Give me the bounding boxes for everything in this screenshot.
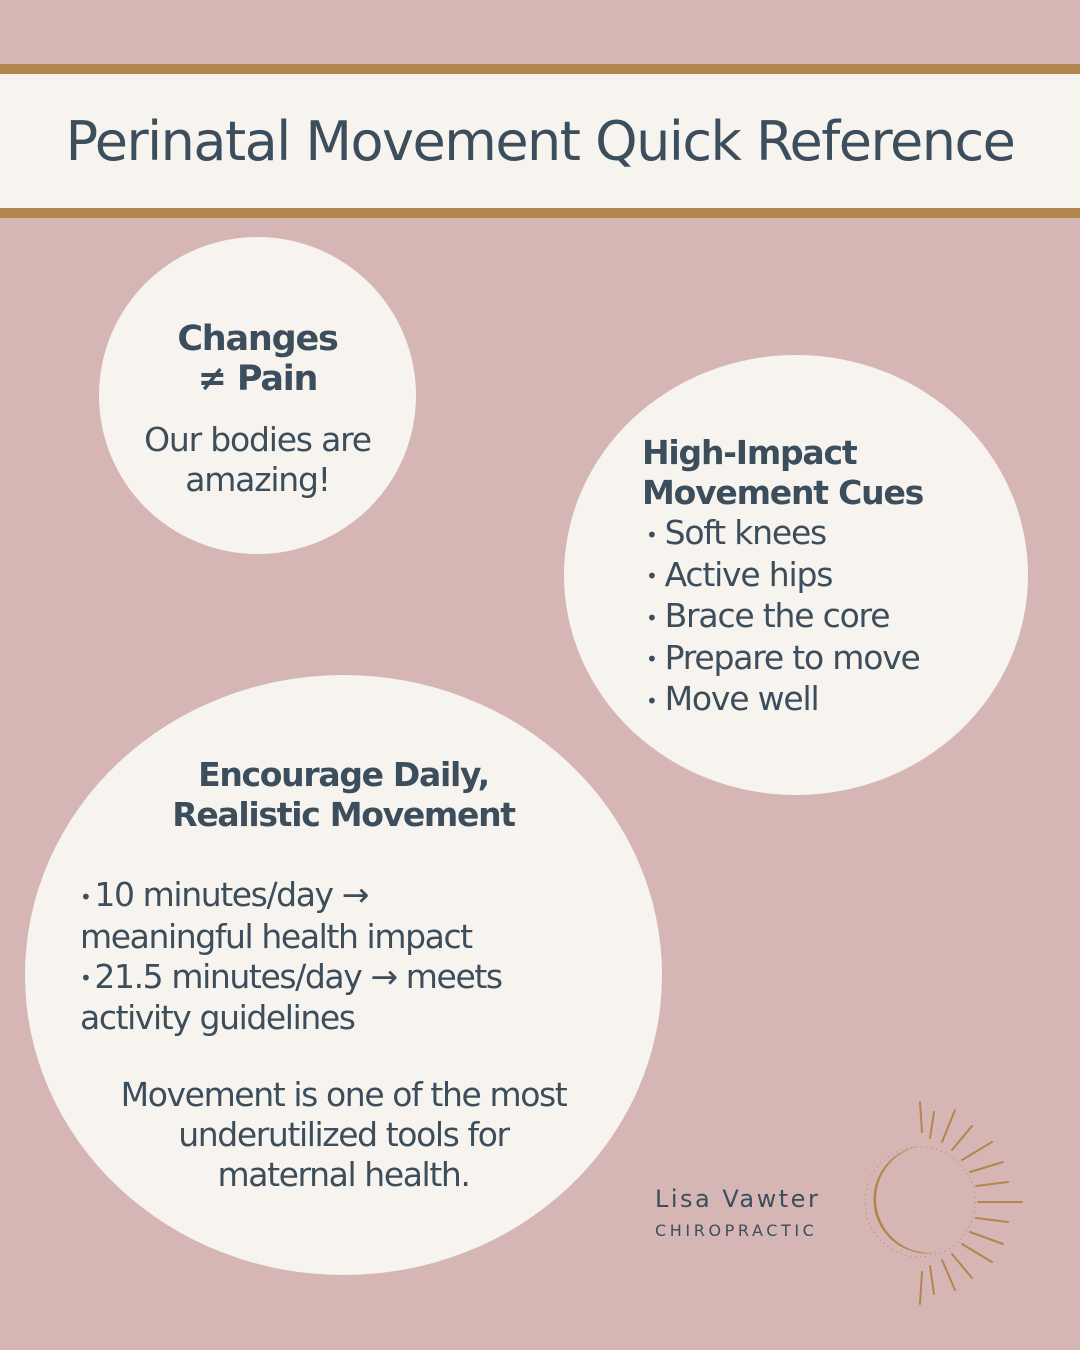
closing-line: Movement is one of the most xyxy=(120,1075,568,1114)
closing-line: maternal health. xyxy=(217,1155,471,1194)
brand-wordmark: Lisa Vawter CHIROPRACTIC xyxy=(655,1183,845,1240)
daily-closing: Movement is one of the most underutilize… xyxy=(25,1075,662,1195)
moon-sun-icon xyxy=(864,1101,1023,1305)
fact-item: •21.5 minutes/day → meets xyxy=(80,957,620,999)
list-item: Active hips xyxy=(646,555,920,597)
changes-title: Changes ≠ Pain xyxy=(99,319,416,399)
fact-item: •10 minutes/day → xyxy=(80,875,620,917)
changes-body: Our bodies are amazing! xyxy=(99,420,416,500)
cues-list: Soft knees Active hips Brace the core Pr… xyxy=(646,513,921,721)
list-item: Soft knees xyxy=(646,513,920,555)
daily-movement-circle: Encourage Daily, Realistic Movement •10 … xyxy=(25,675,662,1275)
daily-facts: •10 minutes/day → meaningful health impa… xyxy=(80,875,620,1038)
sun-outline xyxy=(864,1146,976,1258)
daily-title: Encourage Daily, Realistic Movement xyxy=(25,755,662,835)
fact-item-cont: activity guidelines xyxy=(80,998,356,1037)
fact-item-cont: meaningful health impact xyxy=(80,916,473,956)
brand-name: Lisa Vawter xyxy=(655,1185,821,1213)
daily-title-line: Encourage Daily, xyxy=(198,755,490,794)
title-banner: Perinatal Movement Quick Reference xyxy=(0,64,1080,218)
bullet-icon: • xyxy=(80,966,92,990)
fact-text: 21.5 minutes/day → meets xyxy=(94,956,503,996)
sun-rays xyxy=(919,1101,1023,1305)
closing-line: underutilized tools for xyxy=(178,1115,510,1154)
cues-title-line: High-Impact xyxy=(642,433,858,472)
brand-subtitle: CHIROPRACTIC xyxy=(655,1221,818,1240)
changes-body-line: Our bodies are xyxy=(144,420,372,459)
cues-title-line: Movement Cues xyxy=(642,473,924,512)
daily-title-line: Realistic Movement xyxy=(172,795,516,834)
list-item: Move well xyxy=(646,679,920,721)
list-item: Prepare to move xyxy=(646,638,921,680)
changes-title-line: ≠ Pain xyxy=(197,359,319,399)
cues-title: High-Impact Movement Cues xyxy=(642,433,924,513)
changes-circle: Changes ≠ Pain Our bodies are amazing! xyxy=(99,237,416,554)
crescent-moon xyxy=(873,1146,940,1254)
bullet-icon: • xyxy=(80,884,92,909)
cues-circle: High-Impact Movement Cues Soft knees Act… xyxy=(564,355,1028,795)
fact-text: 10 minutes/day → xyxy=(94,875,369,914)
page-title: Perinatal Movement Quick Reference xyxy=(65,109,1016,173)
list-item: Brace the core xyxy=(646,596,920,638)
changes-title-line: Changes xyxy=(177,319,339,359)
changes-body-line: amazing! xyxy=(185,460,331,499)
